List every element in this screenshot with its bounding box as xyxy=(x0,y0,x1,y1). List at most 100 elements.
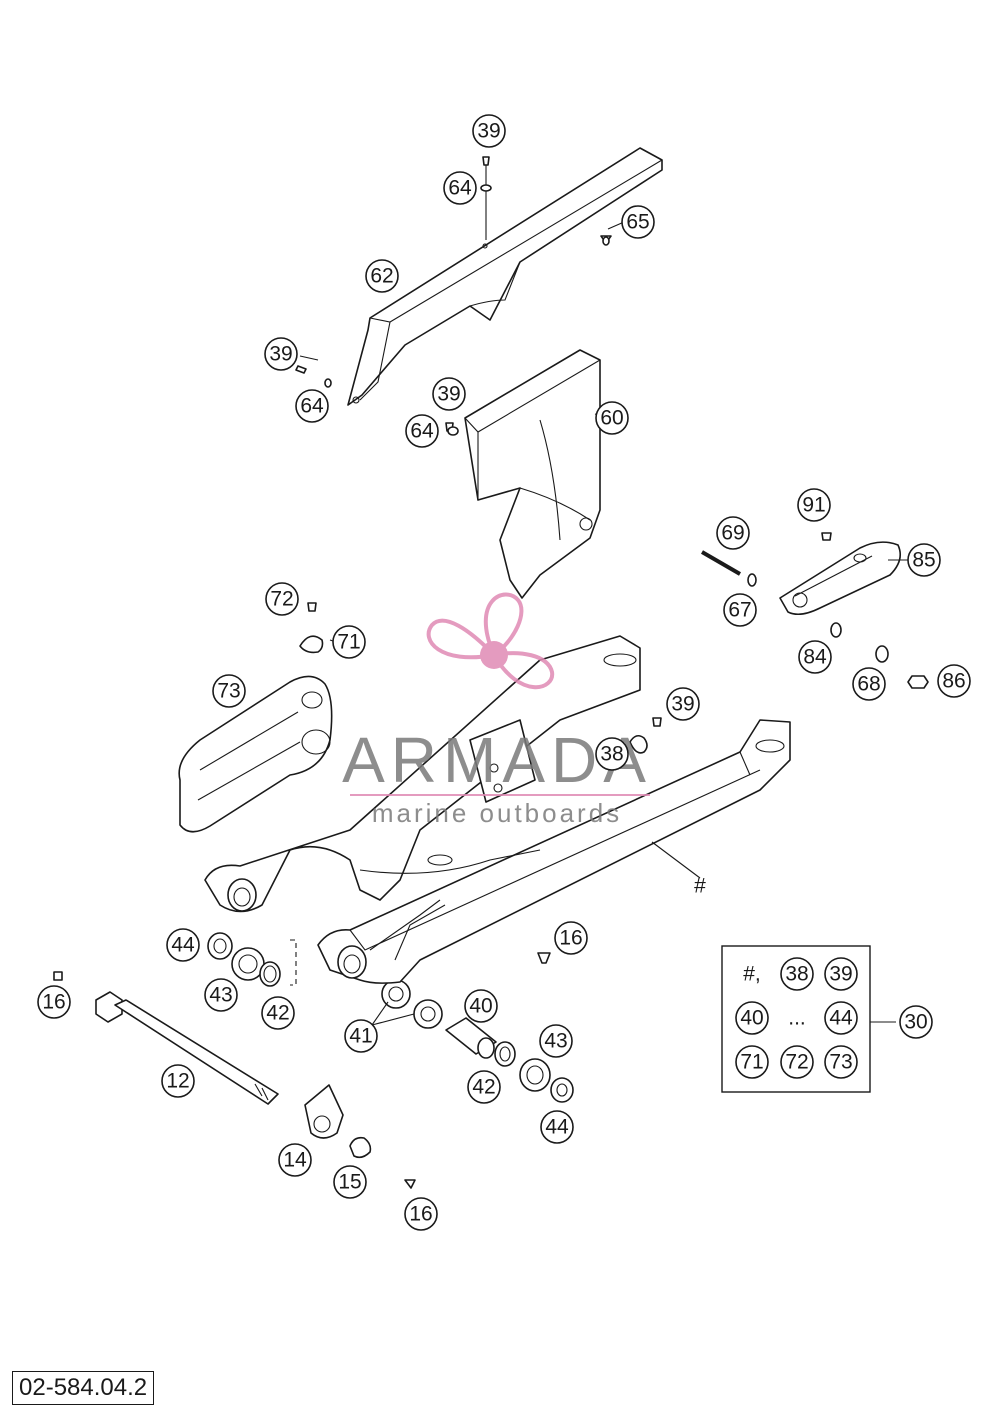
callout-label: 40 xyxy=(469,995,492,1018)
propeller-logo-icon xyxy=(426,592,555,690)
kit-item-label: 73 xyxy=(829,1051,852,1074)
callout-label: 43 xyxy=(544,1030,567,1053)
chain-slider-part xyxy=(178,675,333,833)
callout-30: 30 xyxy=(899,1005,933,1039)
callout-label: 60 xyxy=(600,407,623,430)
callout-68: 68 xyxy=(852,667,886,701)
callout-label: 39 xyxy=(437,383,460,406)
kit-item-40: 40 xyxy=(735,1001,769,1035)
callout-40: 40 xyxy=(464,989,498,1023)
callout-label: 16 xyxy=(42,991,65,1014)
callout-circle xyxy=(365,259,399,293)
callout-label: 85 xyxy=(912,549,935,572)
callout-circle xyxy=(472,114,506,148)
callout-label: # xyxy=(694,875,706,898)
callout-circle xyxy=(735,1001,769,1035)
callout-15: 15 xyxy=(333,1165,367,1199)
callout-label: 30 xyxy=(904,1011,927,1034)
callout-16: 16 xyxy=(554,921,588,955)
callout-72: 72 xyxy=(265,582,299,616)
callout-91: 91 xyxy=(797,488,831,522)
callout-69: 69 xyxy=(716,516,750,550)
callout-label: 69 xyxy=(721,522,744,545)
callout-60: 60 xyxy=(595,401,629,435)
callout-circle xyxy=(344,1019,378,1053)
callout-label: 44 xyxy=(545,1116,569,1139)
callout-label: 41 xyxy=(349,1025,372,1048)
callout-circle xyxy=(278,1143,312,1177)
callout-circle xyxy=(780,957,814,991)
callout-label: 68 xyxy=(857,673,880,696)
callout-circle xyxy=(467,1070,501,1104)
callout-label: 72 xyxy=(270,588,293,611)
callout-label: 73 xyxy=(217,680,240,703)
kit-item-label: 44 xyxy=(829,1007,853,1030)
callout-42: 42 xyxy=(467,1070,501,1104)
callout-43: 43 xyxy=(539,1024,573,1058)
callout-circle xyxy=(554,921,588,955)
callout-16: 16 xyxy=(404,1197,438,1231)
kit-item-label: 38 xyxy=(785,963,808,986)
callout-circle xyxy=(595,401,629,435)
drawing-number: 02-584.04.2 xyxy=(12,1371,155,1405)
callout-circle xyxy=(443,171,477,205)
callout-84: 84 xyxy=(798,640,832,674)
callout-73: 73 xyxy=(212,674,246,708)
callout-circle xyxy=(332,625,366,659)
callout-label: 43 xyxy=(209,984,232,1007)
callout-circle xyxy=(204,978,238,1012)
kit-item-73: 73 xyxy=(824,1045,858,1079)
callout-circle xyxy=(723,593,757,627)
callout-circle xyxy=(295,389,329,423)
kit-item-label: 39 xyxy=(829,963,852,986)
kit-item-xxx: ... xyxy=(788,1007,806,1030)
hardware-small-parts xyxy=(53,156,929,1189)
callout-67: 67 xyxy=(723,593,757,627)
callout-64: 64 xyxy=(443,171,477,205)
armada-watermark: ARMADA marine outboards xyxy=(342,592,652,828)
chain-guard-lower-part xyxy=(464,349,601,599)
callout-circle xyxy=(264,337,298,371)
callout-label: 91 xyxy=(802,494,825,517)
callout-circle xyxy=(37,985,71,1019)
callout-label: 16 xyxy=(409,1203,432,1226)
callout-label: 42 xyxy=(266,1002,289,1025)
callout-circle xyxy=(907,543,941,577)
callout-circle xyxy=(261,996,295,1030)
callout-44: 44 xyxy=(540,1110,574,1144)
callout-circle xyxy=(824,1001,858,1035)
callout-label: 84 xyxy=(803,646,827,669)
callout-label: 14 xyxy=(283,1149,307,1172)
callout-label: 67 xyxy=(728,599,751,622)
callout-circle xyxy=(212,674,246,708)
watermark-brand: ARMADA xyxy=(342,724,652,796)
callout-circle xyxy=(265,582,299,616)
callout-circle xyxy=(824,957,858,991)
callout-label: 64 xyxy=(410,420,434,443)
kit-item-label: #, xyxy=(743,963,761,986)
callout-14: 14 xyxy=(278,1143,312,1177)
callout-label: 64 xyxy=(448,177,472,200)
callout-86: 86 xyxy=(937,664,971,698)
kit-item-xx: #, xyxy=(743,963,761,986)
callout-64: 64 xyxy=(405,414,439,448)
callout-circle xyxy=(797,488,831,522)
callout-label: 65 xyxy=(626,211,649,234)
chain-guard-upper-part xyxy=(347,147,663,406)
callout-label: 39 xyxy=(269,343,292,366)
kit-item-38: 38 xyxy=(780,957,814,991)
callout-circle xyxy=(405,414,439,448)
kit-item-label: 72 xyxy=(785,1051,808,1074)
callout-62: 62 xyxy=(365,259,399,293)
chain-guide-part xyxy=(779,541,901,616)
swingarm-part xyxy=(204,635,791,984)
callout-circle xyxy=(824,1045,858,1079)
callout-39: 39 xyxy=(666,687,700,721)
callout-41: 41 xyxy=(344,1019,378,1053)
callout-label: 62 xyxy=(370,265,393,288)
callout-label: 38 xyxy=(600,743,623,766)
kit-item-44: 44 xyxy=(824,1001,858,1035)
callout-71: 71 xyxy=(332,625,366,659)
